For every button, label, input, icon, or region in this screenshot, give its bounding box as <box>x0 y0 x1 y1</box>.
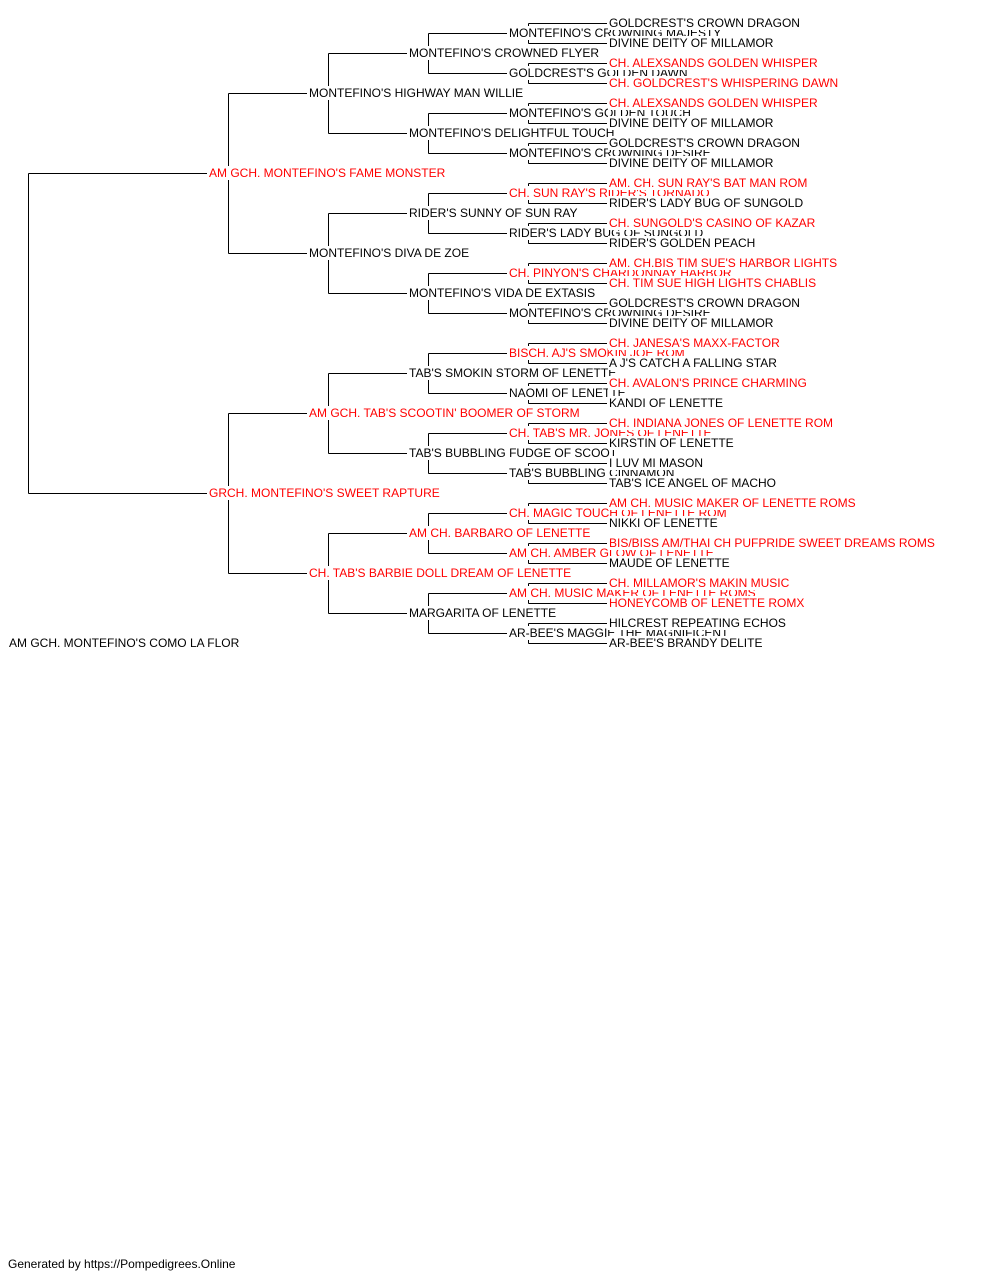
ancestor-name-gen2: MONTEFINO'S DIVA DE ZOE <box>308 246 471 260</box>
ancestor-name-gen5: GOLDCREST'S CROWN DRAGON <box>608 16 801 30</box>
ancestor-name-gen5: GOLDCREST'S CROWN DRAGON <box>608 136 801 150</box>
ancestor-name-gen5: AM. CH.BIS TIM SUE'S HARBOR LIGHTS <box>608 256 839 270</box>
ancestor-name-gen3: MARGARITA OF LENETTE <box>408 606 558 620</box>
ancestor-name-gen5: AM CH. MUSIC MAKER OF LENETTE ROMS <box>608 496 857 510</box>
ancestor-name-gen5: CH. TIM SUE HIGH LIGHTS CHABLIS <box>608 276 818 290</box>
ancestor-name-gen5: I LUV MI MASON <box>608 456 705 470</box>
ancestor-name-gen5: BIS/BISS AM/THAI CH PUFPRIDE SWEET DREAM… <box>608 536 936 550</box>
ancestor-name-gen5: CH. AVALON'S PRINCE CHARMING <box>608 376 808 390</box>
ancestor-name-gen5: A J'S CATCH A FALLING STAR <box>608 356 778 370</box>
ancestor-name-gen5: CH. INDIANA JONES OF LENETTE ROM <box>608 416 835 430</box>
ancestor-name-gen5: AR-BEE'S BRANDY DELITE <box>608 636 764 650</box>
ancestor-name-gen3: AM CH. BARBARO OF LENETTE <box>408 526 592 540</box>
ancestor-name-gen5: DIVINE DEITY OF MILLAMOR <box>608 116 775 130</box>
ancestor-name-gen5: CH. ALEXSANDS GOLDEN WHISPER <box>608 96 819 110</box>
ancestor-name-gen5: MAUDE OF LENETTE <box>608 556 731 570</box>
ancestor-name-gen5: HILCREST REPEATING ECHOS <box>608 616 787 630</box>
ancestor-name-gen3: MONTEFINO'S VIDA DE EXTASIS <box>408 286 597 300</box>
ancestor-name-gen1: GRCH. MONTEFINO'S SWEET RAPTURE <box>208 486 441 500</box>
ancestor-name-gen5: KIRSTIN OF LENETTE <box>608 436 735 450</box>
ancestor-name-gen5: DIVINE DEITY OF MILLAMOR <box>608 316 775 330</box>
ancestor-name-gen5: KANDI OF LENETTE <box>608 396 725 410</box>
ancestor-name-gen5: DIVINE DEITY OF MILLAMOR <box>608 36 775 50</box>
ancestor-name-gen5: RIDER'S GOLDEN PEACH <box>608 236 757 250</box>
ancestor-name-gen3: RIDER'S SUNNY OF SUN RAY <box>408 206 579 220</box>
ancestor-name-gen3: MONTEFINO'S DELIGHTFUL TOUCH <box>408 126 616 140</box>
ancestor-name-gen5: CH. JANESA'S MAXX-FACTOR <box>608 336 781 350</box>
ancestor-name-gen4: NAOMI OF LENETTE <box>508 386 627 400</box>
ancestor-name-gen5: CH. ALEXSANDS GOLDEN WHISPER <box>608 56 819 70</box>
generated-by-footer: Generated by https://Pompedigrees.Online <box>8 1257 236 1271</box>
ancestor-name-gen5: CH. SUNGOLD'S CASINO OF KAZAR <box>608 216 817 230</box>
ancestor-name-gen5: NIKKI OF LENETTE <box>608 516 719 530</box>
ancestor-name-gen5: AM. CH. SUN RAY'S BAT MAN ROM <box>608 176 809 190</box>
ancestor-name-gen3: TAB'S BUBBLING FUDGE OF SCOOT <box>408 446 619 460</box>
ancestor-name-gen3: TAB'S SMOKIN STORM OF LENETTE <box>408 366 618 380</box>
ancestor-name-gen5: GOLDCREST'S CROWN DRAGON <box>608 296 801 310</box>
ancestor-name-gen3: MONTEFINO'S CROWNED FLYER <box>408 46 601 60</box>
ancestor-name-gen1: AM GCH. MONTEFINO'S FAME MONSTER <box>208 166 447 180</box>
ancestor-name-gen5: TAB'S ICE ANGEL OF MACHO <box>608 476 777 490</box>
ancestor-name-gen5: HONEYCOMB OF LENETTE ROMX <box>608 596 806 610</box>
ancestor-name-gen5: DIVINE DEITY OF MILLAMOR <box>608 156 775 170</box>
ancestor-name-gen2: CH. TAB'S BARBIE DOLL DREAM OF LENETTE <box>308 566 573 580</box>
ancestor-name-gen5: RIDER'S LADY BUG OF SUNGOLD <box>608 196 805 210</box>
subject-dog-name: AM GCH. MONTEFINO'S COMO LA FLOR <box>8 636 241 650</box>
ancestor-name-gen5: CH. MILLAMOR'S MAKIN MUSIC <box>608 576 791 590</box>
ancestor-name-gen2: MONTEFINO'S HIGHWAY MAN WILLIE <box>308 86 525 100</box>
ancestor-name-gen5: CH. GOLDCREST'S WHISPERING DAWN <box>608 76 840 90</box>
ancestor-name-gen2: AM GCH. TAB'S SCOOTIN' BOOMER OF STORM <box>308 406 581 420</box>
